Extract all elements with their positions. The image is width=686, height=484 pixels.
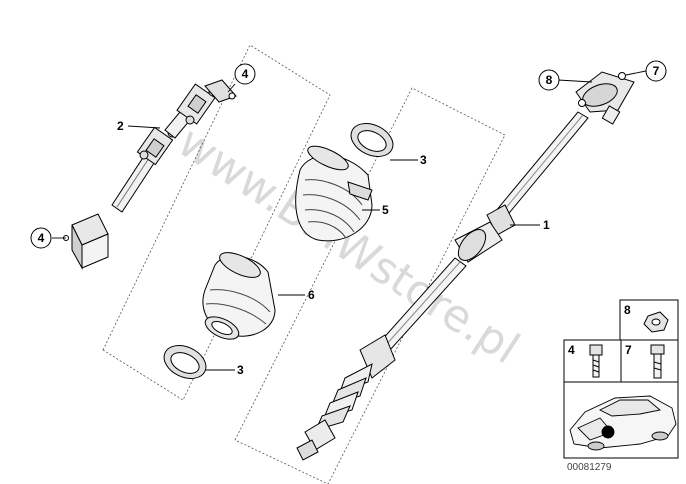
callout-part-5: 5 xyxy=(382,203,389,217)
hex-bolt-icon xyxy=(650,344,665,379)
callout-part-3-upper: 3 xyxy=(420,153,427,167)
leader-lines xyxy=(52,70,647,371)
group-box-left xyxy=(102,44,331,401)
callout-part-8: 8 xyxy=(546,73,553,87)
callout-part-4-top: 4 xyxy=(242,67,249,81)
boot-part-6 xyxy=(202,252,276,340)
legend-label-8: 8 xyxy=(624,303,631,317)
callout-part-1: 1 xyxy=(543,218,550,232)
callout-part-3-lower: 3 xyxy=(237,363,244,377)
splined-bolt-icon xyxy=(589,344,603,378)
callout-part-2: 2 xyxy=(117,119,124,133)
boot-part-5 xyxy=(295,145,373,242)
callout-circle-part-8: 8 xyxy=(538,69,560,91)
callout-part-4-bottom: 4 xyxy=(38,231,45,245)
legend-label-7: 7 xyxy=(625,343,632,357)
nut-icon xyxy=(643,311,669,333)
callout-circle-part-7: 7 xyxy=(645,60,667,82)
callout-part-7: 7 xyxy=(653,64,660,78)
document-number: 00081279 xyxy=(567,462,612,473)
callout-circle-part-4-bottom: 4 xyxy=(30,227,52,249)
steering-shaft-upper xyxy=(63,79,237,270)
callout-part-6: 6 xyxy=(308,288,315,302)
car-location-icon xyxy=(569,395,677,451)
sealing-ring-lower xyxy=(163,345,207,379)
callout-circle-part-4-top: 4 xyxy=(234,63,256,85)
legend-label-4: 4 xyxy=(568,343,575,357)
sealing-ring-upper xyxy=(350,123,394,157)
